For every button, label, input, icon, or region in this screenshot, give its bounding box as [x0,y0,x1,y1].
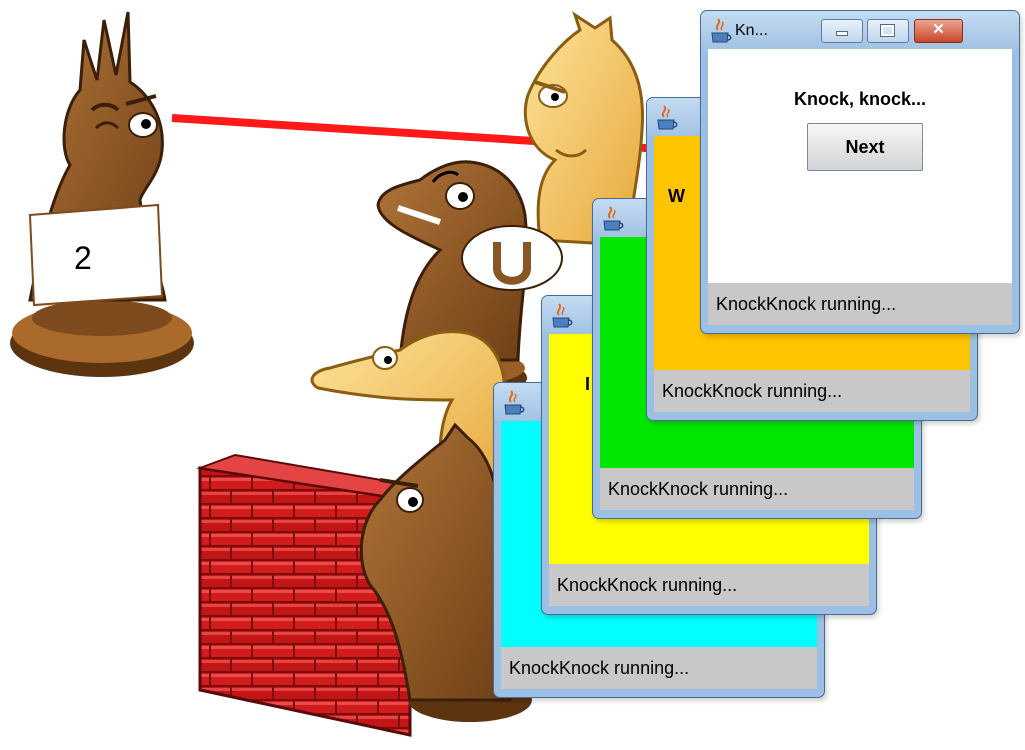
sign-card [28,203,164,307]
minimize-icon [836,31,848,36]
java-icon [552,303,573,328]
close-button[interactable]: ✕ [914,19,963,43]
window-content: Knock, knock... Next KnockKnock running.… [708,49,1012,325]
java-icon [711,18,732,43]
knock-message: Knock, knock... [793,89,927,109]
status-bar: KnockKnock running... [501,647,817,689]
maximize-icon [880,24,895,37]
java-icon [657,105,678,130]
status-bar: KnockKnock running... [600,468,914,510]
light-horse-top [523,11,644,247]
status-text: KnockKnock running... [662,381,843,401]
status-text: KnockKnock running... [557,575,738,595]
status-text: KnockKnock running... [716,294,897,314]
next-button[interactable]: Next [807,123,923,171]
brick-wall [196,453,441,737]
maximize-button[interactable] [867,19,909,43]
window-title: Kn... [735,22,768,39]
status-bar: KnockKnock running... [654,370,970,412]
message-fragment: I [585,374,591,394]
close-icon: ✕ [932,21,945,38]
status-bar: KnockKnock running... [549,564,869,606]
sign-horse [10,11,194,377]
minimize-button[interactable] [821,19,863,43]
status-bar: KnockKnock running... [708,283,1012,325]
java-icon [504,390,525,415]
status-text: KnockKnock running... [509,658,690,678]
java-icon [603,206,624,231]
message-fragment: W [668,186,685,206]
knockknock-window-front[interactable]: Kn... ✕ Knock, knock... Next KnockKnock … [700,10,1020,334]
title-bar[interactable]: Kn... ✕ [701,11,1019,49]
status-text: KnockKnock running... [608,479,789,499]
sign-number: 2 [74,240,92,276]
